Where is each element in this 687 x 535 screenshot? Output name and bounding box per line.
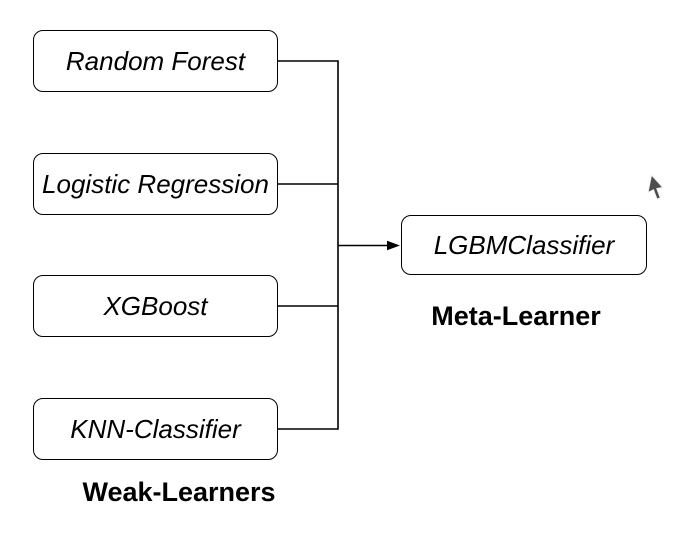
meta-learner-group-label: Meta-Learner (431, 301, 601, 331)
node-random-forest[interactable]: Random Forest (33, 30, 278, 92)
node-lgbm-classifier-label: LGBMClassifier (433, 229, 615, 260)
node-xgboost[interactable]: XGBoost (33, 275, 278, 337)
connector-bus (278, 60, 339, 430)
node-logistic-regression-label: Logistic Regression (42, 168, 269, 199)
node-xgboost-label: XGBoost (103, 290, 208, 321)
mouse-cursor-icon (647, 173, 664, 200)
weak-learners-group-label: Weak-Learners (82, 477, 276, 507)
node-logistic-regression[interactable]: Logistic Regression (33, 153, 278, 215)
node-lgbm-classifier[interactable]: LGBMClassifier (401, 215, 647, 275)
node-knn-classifier-label: KNN-Classifier (70, 413, 241, 444)
node-knn-classifier[interactable]: KNN-Classifier (33, 398, 278, 460)
arrowhead-icon (387, 240, 400, 251)
node-random-forest-label: Random Forest (65, 45, 246, 76)
